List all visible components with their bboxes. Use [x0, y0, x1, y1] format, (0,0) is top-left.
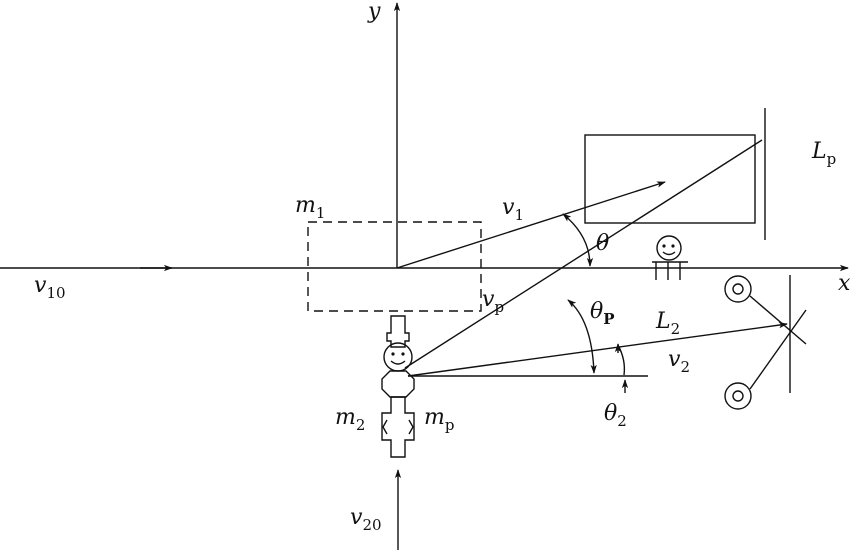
theta2-label: θ2: [604, 401, 627, 430]
v2-vector: [407, 321, 788, 377]
thetaP-label: θP: [590, 299, 615, 328]
x-axis-label: x: [838, 271, 851, 296]
Lp-label: Lp: [811, 139, 836, 168]
car-m1-final: [584, 134, 756, 224]
y-axis-label: y: [367, 0, 381, 24]
v1-label: v1: [502, 195, 524, 224]
motorcycle-m2: [381, 315, 415, 458]
car-m1-dashed: [307, 221, 482, 312]
v2-label: v2: [668, 347, 690, 376]
pedestrian-trajectory-line: [404, 139, 763, 369]
v20-label: v20: [350, 505, 382, 534]
m1-label: m1: [295, 193, 325, 222]
v1-vector: [396, 181, 666, 269]
theta-arc: [562, 213, 594, 267]
theta2-arc: [617, 344, 626, 376]
m2-label: m2: [335, 405, 365, 434]
v10-label: v10: [34, 273, 66, 302]
theta-label: θ: [596, 231, 609, 256]
pedestrian-final: [652, 235, 688, 280]
L2-label: L2: [655, 309, 680, 338]
motorcycle-final: [724, 275, 807, 410]
thetaP-arc: [567, 299, 597, 374]
mp-label: mp: [424, 405, 454, 434]
